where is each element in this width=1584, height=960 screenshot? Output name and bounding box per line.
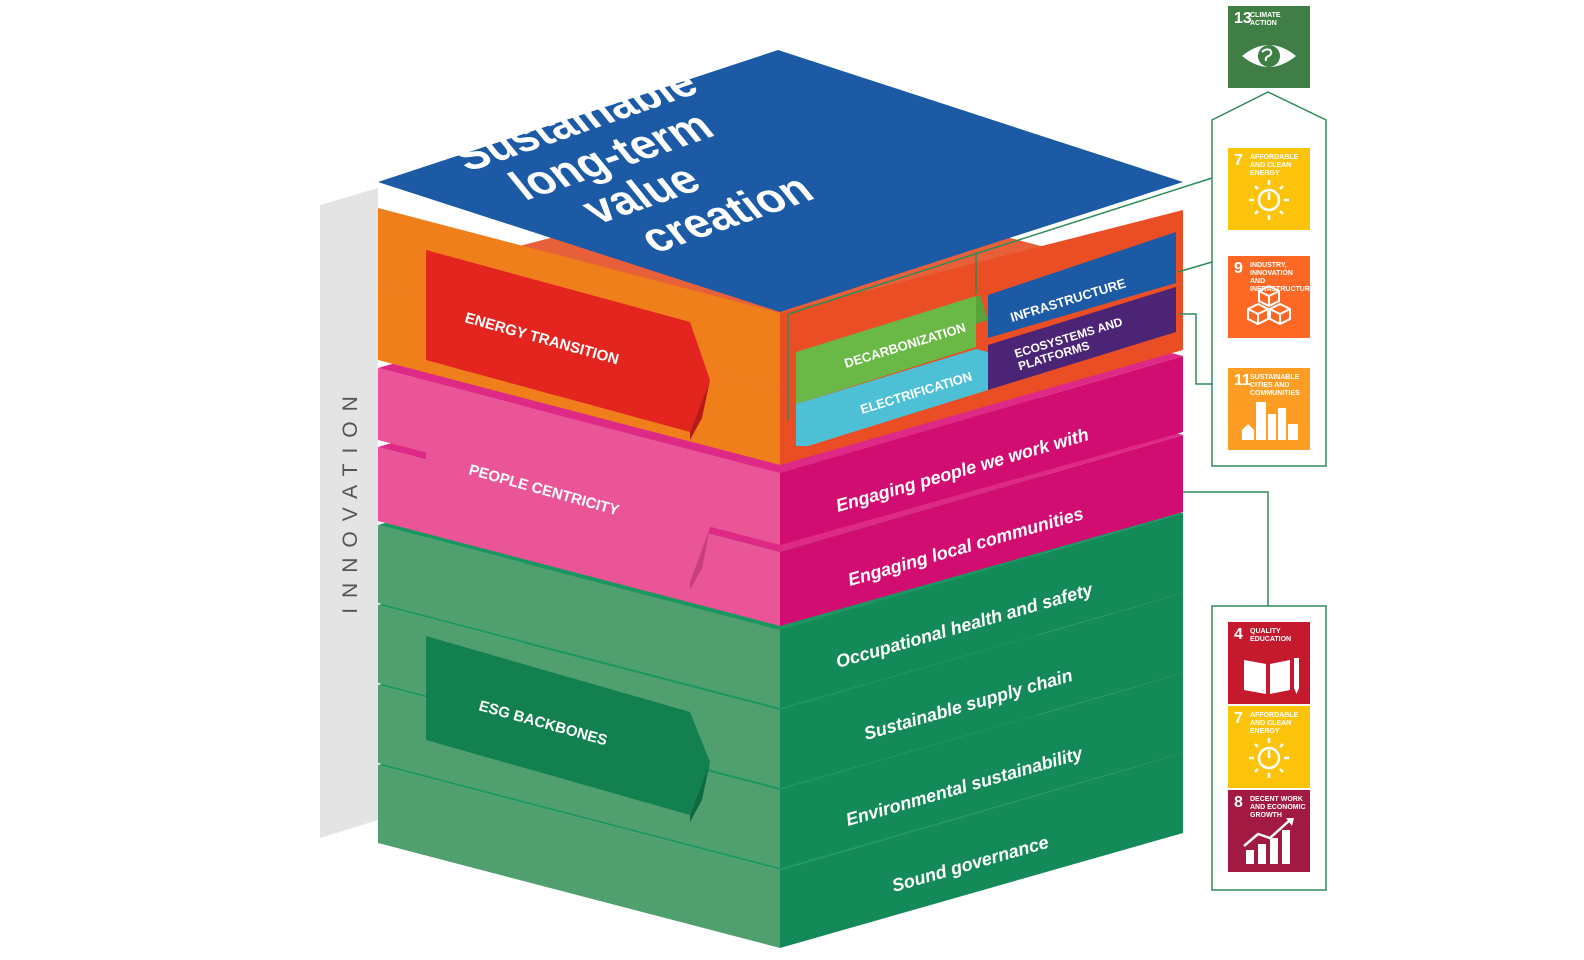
esg-backbones-arrow xyxy=(426,636,710,815)
sdg-number: 4 xyxy=(1234,626,1243,643)
energy-blocks: DECARBONIZATION INFRASTRUCTURE ELECTRIFI… xyxy=(796,232,1176,446)
sdg-number: 13 xyxy=(1234,10,1252,27)
innovation-label: INNOVATION xyxy=(339,386,362,614)
sdg-8-tile: 8 DECENT WORK AND ECONOMIC GROWTH xyxy=(1228,790,1310,872)
power-sun-icon xyxy=(1249,738,1289,778)
growth-chart-icon xyxy=(1243,818,1294,864)
city-icon xyxy=(1242,402,1298,440)
sdg-4-tile: 4 QUALITY EDUCATION xyxy=(1228,622,1310,704)
sdg-title: SUSTAINABLE CITIES AND COMMUNITIES xyxy=(1250,374,1300,397)
sdg-title: CLIMATE ACTION xyxy=(1250,12,1281,27)
sdg-title: DECENT WORK AND ECONOMIC GROWTH xyxy=(1250,796,1306,819)
innovation-bar: INNOVATION xyxy=(320,188,378,838)
sdg-title: AFFORDABLE AND CLEAN ENERGY xyxy=(1250,154,1299,177)
sdg-7-tile-energy: 7 AFFORDABLE AND CLEAN ENERGY xyxy=(1228,148,1310,230)
sdg-13-tile: 13 CLIMATE ACTION xyxy=(1228,6,1310,88)
pillar-arrows: ENERGY TRANSITION PEOPLE CENTRICITY ESG … xyxy=(426,250,710,822)
power-sun-icon xyxy=(1249,180,1289,220)
sdg-7-tile-people: 7 AFFORDABLE AND CLEAN ENERGY xyxy=(1228,706,1310,788)
sdg-number: 11 xyxy=(1234,372,1251,389)
connectors xyxy=(787,91,1327,891)
people-centricity-arrow xyxy=(426,403,710,582)
sdg-9-tile: 9 INDUSTRY, INNOVATION AND INFRASTRUCTUR… xyxy=(1228,256,1315,338)
sdg-number: 8 xyxy=(1234,794,1243,811)
energy-transition-arrow xyxy=(426,250,710,432)
sdg-number: 9 xyxy=(1234,260,1243,277)
sdg-number: 7 xyxy=(1234,710,1243,727)
sdg-title: INDUSTRY, INNOVATION AND INFRASTRUCTURE xyxy=(1250,262,1315,293)
sdg-number: 7 xyxy=(1234,152,1243,169)
sdg-title: QUALITY EDUCATION xyxy=(1250,628,1292,643)
sdg-title: AFFORDABLE AND CLEAN ENERGY xyxy=(1250,712,1299,735)
book-pencil-icon xyxy=(1244,658,1299,694)
sdg-11-tile: 11 SUSTAINABLE CITIES AND COMMUNITIES xyxy=(1228,368,1310,450)
cubes-icon xyxy=(1247,284,1291,326)
eye-globe-icon xyxy=(1242,45,1296,67)
